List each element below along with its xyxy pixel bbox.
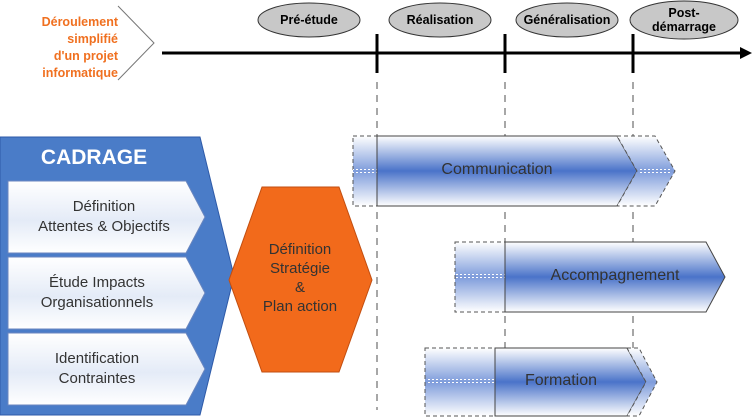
cadrage-item-line: Identification xyxy=(54,350,140,367)
title-line: Déroulement xyxy=(41,15,118,29)
strategy-line: Stratégie xyxy=(269,260,331,277)
accompagnement-label: Accompagnement xyxy=(550,267,680,284)
strategy-line: Définition xyxy=(268,241,332,258)
cadrage-item-line: Organisationnels xyxy=(40,294,154,311)
strategy-line: Plan action xyxy=(262,298,338,315)
cadrage-item-shape xyxy=(7,332,206,406)
cadrage-item-line: Étude Impacts xyxy=(49,274,145,291)
formation-label: Formation xyxy=(524,372,598,389)
timeline-arrowhead xyxy=(740,47,752,59)
accompagnement-bar xyxy=(504,241,726,313)
cadrage-title: CADRAGE xyxy=(40,146,148,169)
cadrage-item-etude: Étude Impacts Organisationnels xyxy=(8,273,186,313)
phase-ellipse-realisation xyxy=(388,2,492,38)
dotted-band xyxy=(640,168,670,173)
title-line: d'un projet xyxy=(53,49,118,63)
title-line: simplifié xyxy=(67,32,118,46)
communication-label: Communication xyxy=(441,161,553,178)
title-line: informatique xyxy=(42,66,118,80)
cadrage-item-line: Attentes & Objectifs xyxy=(38,218,170,235)
phase-ellipse-pre-etude xyxy=(257,2,361,38)
phase-label-post-demarrage: Post- démarrage xyxy=(652,6,716,34)
cadrage-item-line: Définition xyxy=(72,198,136,215)
phase-ellipse-generalisation xyxy=(515,2,619,38)
dotted-band xyxy=(426,379,495,384)
cadrage-item-shape xyxy=(7,180,206,254)
cadrage-item-line: Contraintes xyxy=(58,370,136,387)
dotted-band xyxy=(353,168,377,173)
phase-ellipse-post-demarrage xyxy=(629,0,739,40)
phase-label-generalisation: Généralisation xyxy=(523,13,611,27)
cadrage-item-shape xyxy=(7,256,206,330)
strategy-hexagon xyxy=(228,186,373,373)
title-bracket xyxy=(117,5,155,81)
cadrage-item-identification: Identification Contraintes xyxy=(8,349,186,389)
phase-label-realisation: Réalisation xyxy=(406,13,474,27)
dotted-band xyxy=(456,274,505,279)
cadrage-item-definition: Définition Attentes & Objectifs xyxy=(8,197,200,237)
strategy-label: Définition Stratégie & Plan action xyxy=(230,240,370,316)
phase-label-pre-etude: Pré-étude xyxy=(280,13,338,27)
diagram-title: Déroulement simplifié d'un projet inform… xyxy=(0,14,118,82)
strategy-line: & xyxy=(294,279,305,296)
formation-extension-right xyxy=(626,347,658,417)
